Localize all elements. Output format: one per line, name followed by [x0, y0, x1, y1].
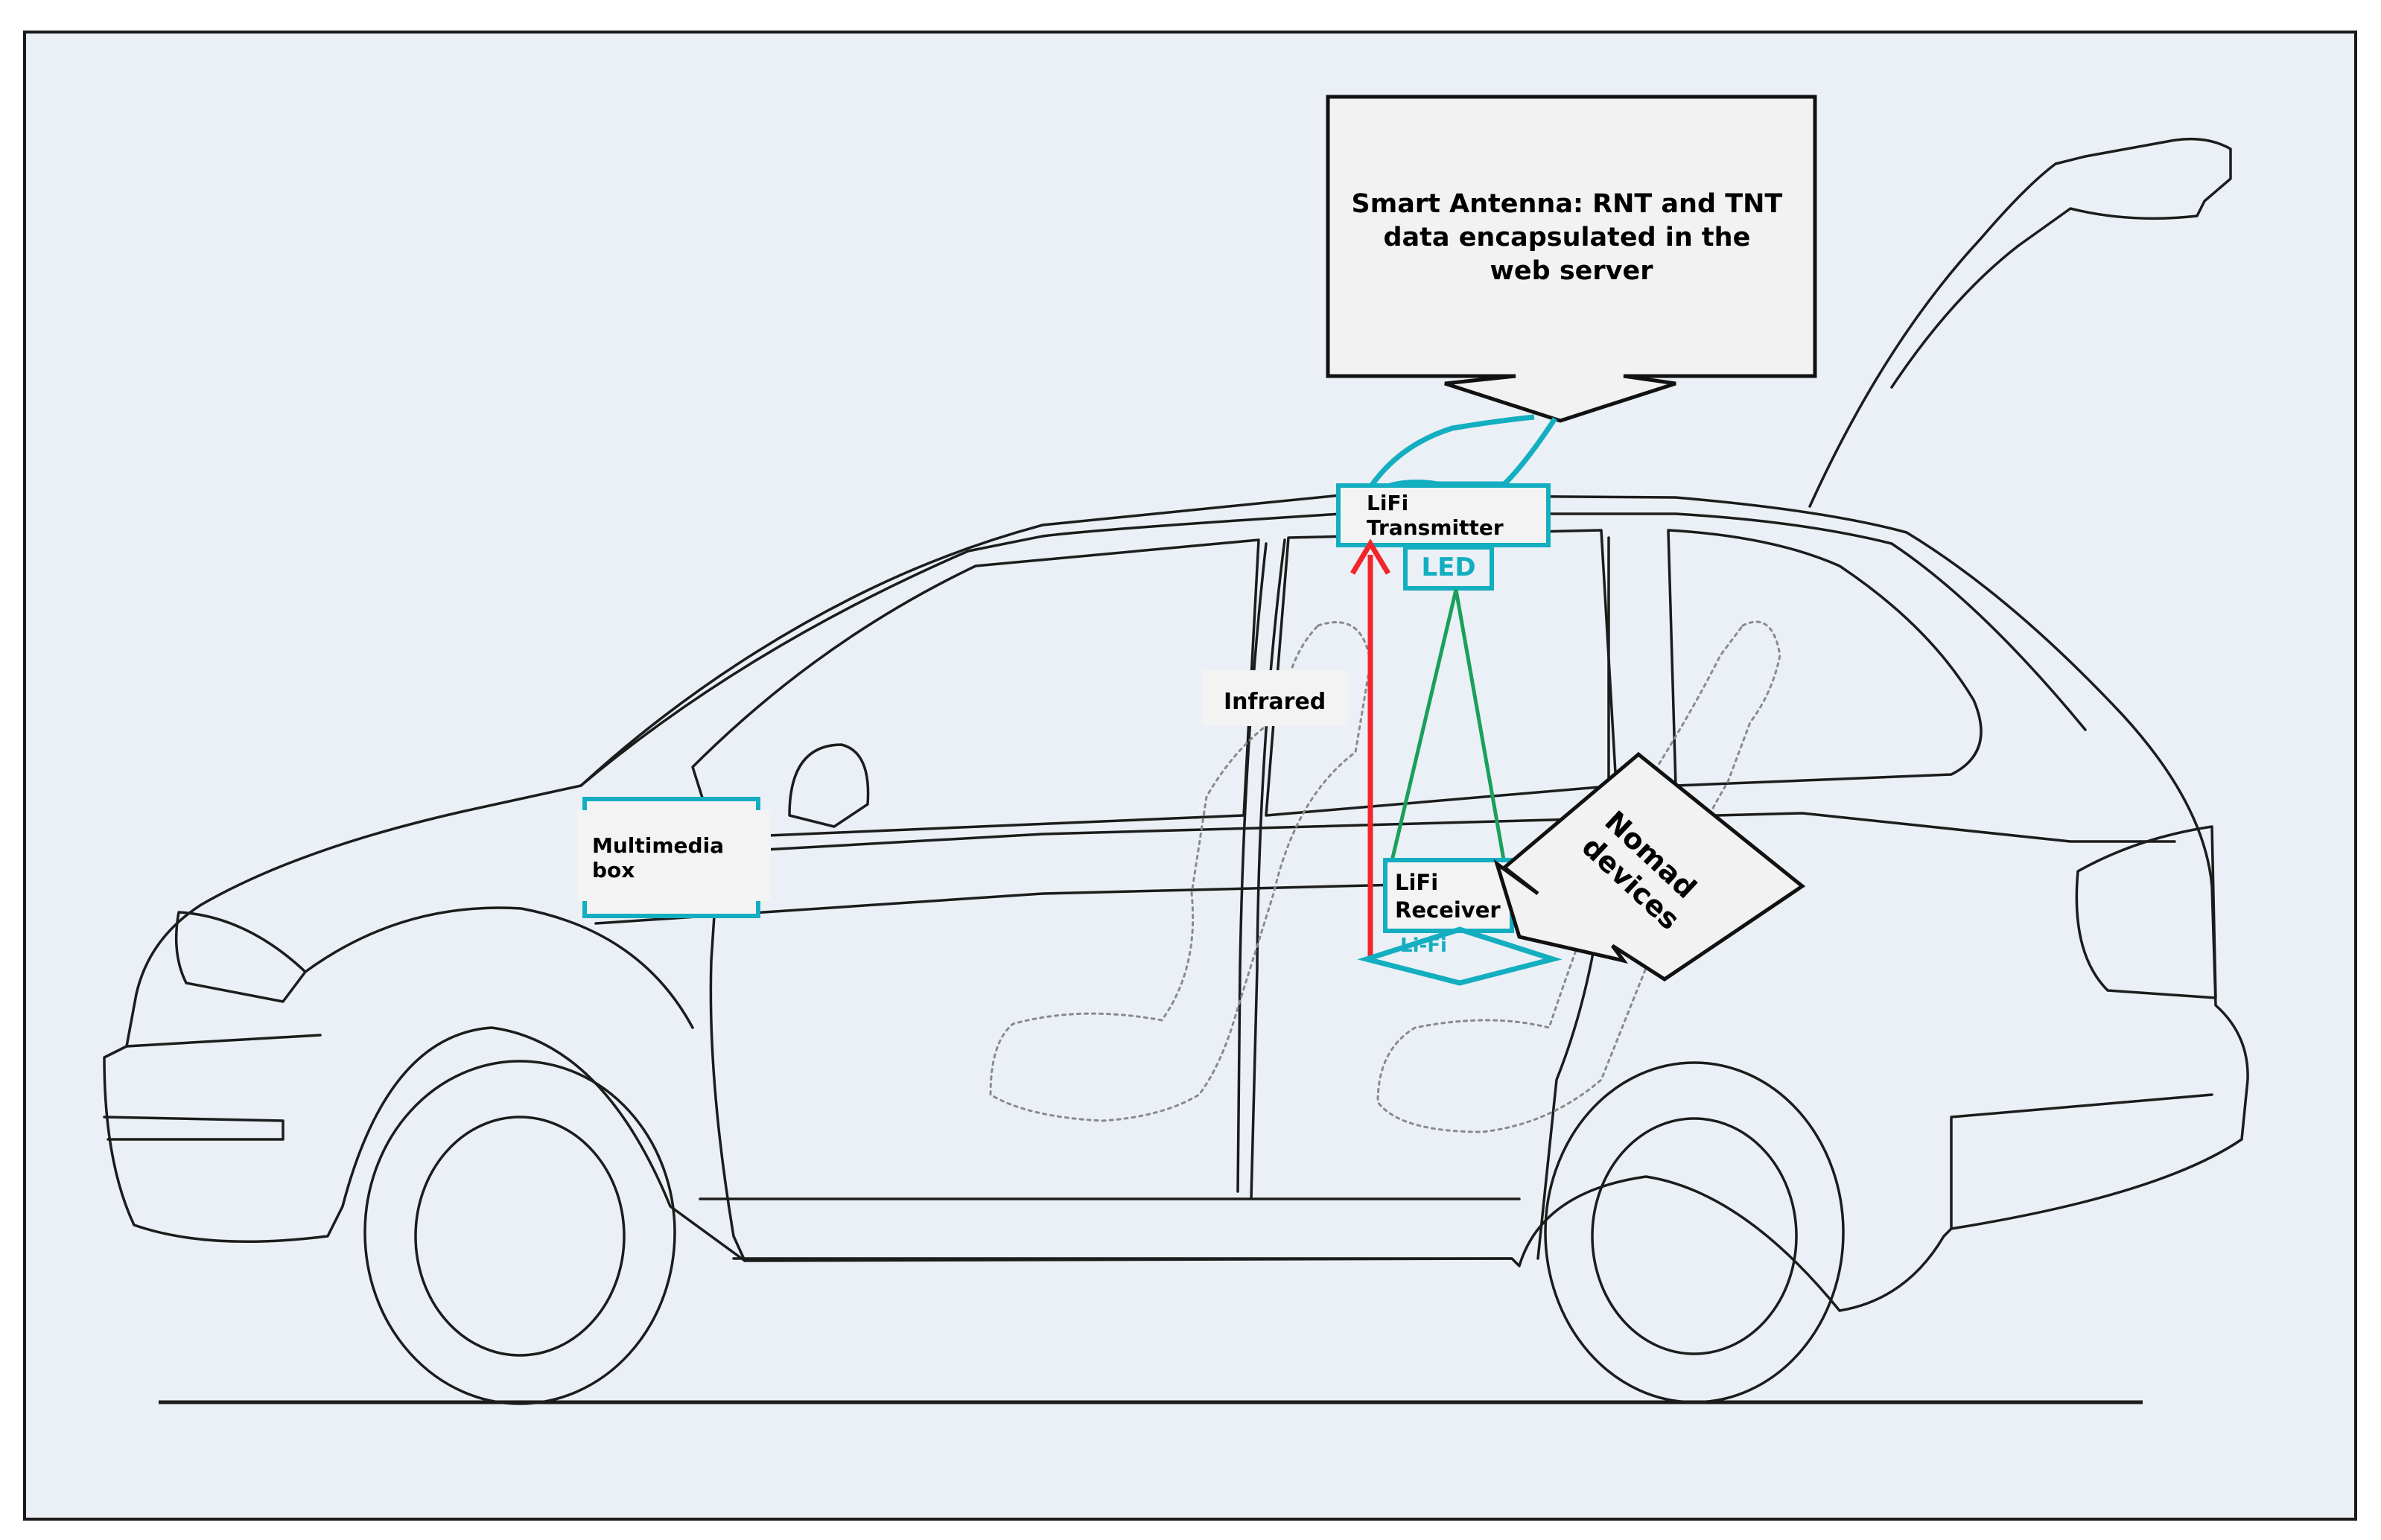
infrared-label: Infrared — [1224, 689, 1326, 715]
infrared-arrow-icon — [1350, 538, 1391, 961]
lifi-receiver-box — [1383, 858, 1514, 933]
front-wheel — [363, 1060, 676, 1405]
b-pillar — [1236, 542, 1268, 1193]
front-door-front-edge — [709, 847, 746, 1262]
car-body-outline — [103, 494, 2249, 1312]
grille — [103, 1034, 322, 1141]
front-window — [691, 538, 1260, 839]
b-pillar-2 — [1250, 538, 1286, 1200]
quarter-window — [1667, 529, 1983, 787]
rear-bumper — [1950, 1093, 2213, 1230]
lifi-transmitter: LiFi Transmitter — [1336, 483, 1551, 547]
car-side-outline-icon — [103, 137, 2249, 1405]
receiver-chip-label: Li-Fi — [1400, 935, 1447, 957]
nomad-devices-callout: Nomad devices — [1493, 751, 1806, 981]
lifi-receiver-label: LiFi Receiver — [1395, 870, 1501, 923]
receiver-base — [1357, 926, 1563, 986]
led-box — [1403, 545, 1494, 591]
rocker-panel — [699, 1197, 1521, 1260]
tail-light — [2075, 825, 2217, 999]
led-label: LED — [1421, 553, 1475, 582]
multimedia-box-label: Multimedia box — [592, 833, 731, 882]
nomad-devices-callout-box — [1493, 751, 1806, 981]
lifi-receiver: LiFi Receiver Li-Fi — [1357, 858, 1563, 986]
rear-wheel — [1544, 1061, 1845, 1404]
open-tailgate — [1808, 137, 2232, 508]
infrared-label-group: Infrared — [1203, 670, 1348, 726]
front-fender-arch — [304, 906, 694, 1029]
smart-antenna-callout: Smart Antenna: RNT and TNT data encapsul… — [1326, 95, 1817, 423]
smart-antenna-text: Smart Antenna: RNT and TNT data encapsul… — [1352, 189, 1792, 286]
diagram-frame — [23, 31, 2357, 1521]
infrared-label-box — [1203, 670, 1348, 726]
smart-antenna-callout-box — [1326, 95, 1817, 423]
window-frame-outer — [579, 512, 2087, 787]
multimedia-box: Multimedia box — [577, 797, 771, 918]
side-mirror — [788, 743, 870, 828]
front-seat-outline — [989, 621, 1372, 1122]
lifi-transmitter-box — [1336, 483, 1551, 547]
led-unit: LED — [1403, 545, 1494, 591]
lifi-transmitter-label: LiFi Transmitter — [1367, 491, 1504, 540]
